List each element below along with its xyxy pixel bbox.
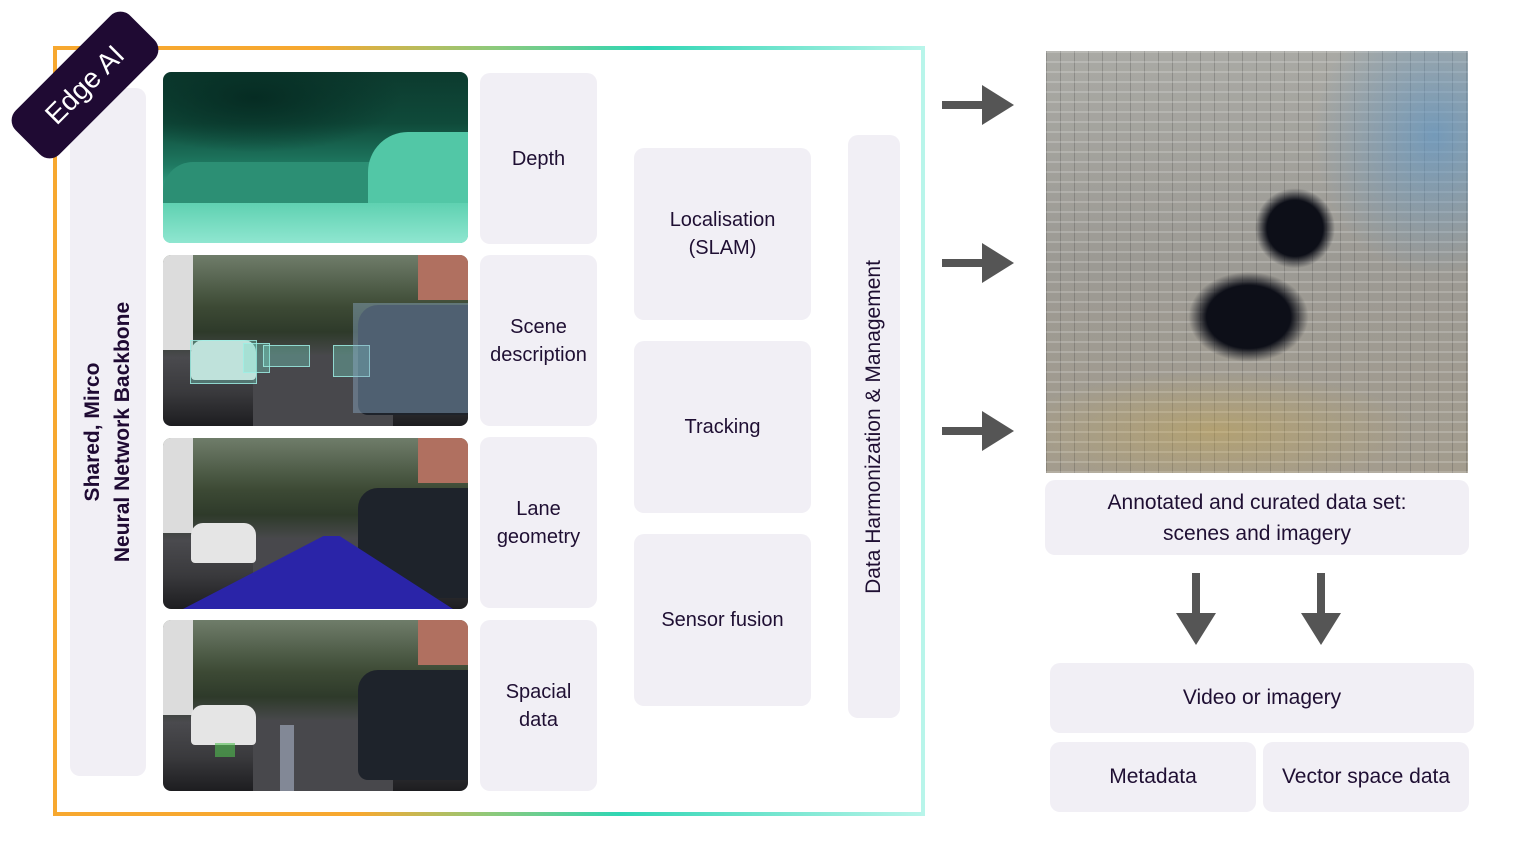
- function-sensor-fusion: Sensor fusion: [634, 534, 811, 706]
- arrow-down-icon: [1176, 573, 1216, 645]
- image-mosaic: [1046, 51, 1468, 473]
- function-sensor-fusion-label: Sensor fusion: [661, 609, 784, 631]
- data-harmonization: Data Harmonization & Management: [848, 135, 900, 718]
- function-tracking: Tracking: [634, 341, 811, 513]
- arrow-right-icon: [942, 243, 1014, 283]
- function-localisation: Localisation (SLAM): [634, 148, 811, 320]
- edge-frame-left-border: [53, 46, 57, 816]
- output-vector-label: Vector space data: [1281, 765, 1451, 788]
- output-spacial-label: Spacial data: [505, 680, 572, 731]
- output-metadata-label: Metadata: [1109, 765, 1197, 788]
- output-video-imagery: Video or imagery: [1050, 663, 1474, 733]
- output-depth: Depth: [480, 73, 597, 244]
- edge-frame-bottom-border: [53, 812, 925, 816]
- edge-frame-top-border: [55, 46, 925, 50]
- object-detection-image: [163, 255, 468, 426]
- backbone-line1: Shared, Mirco: [81, 362, 104, 502]
- output-scene-description: Scene description: [480, 255, 597, 426]
- depth-map-image: [163, 72, 468, 243]
- arrow-down-icon: [1301, 573, 1341, 645]
- output-vector-space: Vector space data: [1263, 742, 1469, 812]
- output-metadata: Metadata: [1050, 742, 1256, 812]
- dataset-caption: Annotated and curated data set: scenes a…: [1045, 480, 1469, 555]
- lane-segmentation-image: [163, 438, 468, 609]
- function-localisation-label: Localisation (SLAM): [669, 209, 776, 259]
- spatial-detection-image: [163, 620, 468, 791]
- arrow-right-icon: [942, 85, 1014, 125]
- backbone-line2: Neural Network Backbone: [111, 301, 134, 563]
- output-video-label: Video or imagery: [1182, 686, 1342, 709]
- output-lane-geometry: Lane geometry: [480, 437, 597, 608]
- edge-frame-right-border: [921, 46, 925, 816]
- dataset-caption-line1: Annotated and curated data set:: [1107, 490, 1407, 514]
- output-scene-label: Scene description: [490, 315, 587, 366]
- output-lane-label: Lane geometry: [496, 497, 581, 548]
- function-tracking-label: Tracking: [684, 416, 761, 438]
- arrow-right-icon: [942, 411, 1014, 451]
- neural-network-backbone: Shared, Mirco Neural Network Backbone: [70, 88, 146, 776]
- data-harmonization-label: Data Harmonization & Management: [862, 259, 885, 594]
- dataset-caption-line2: scenes and imagery: [1163, 521, 1351, 545]
- output-spacial-data: Spacial data: [480, 620, 597, 791]
- output-depth-label: Depth: [511, 147, 566, 170]
